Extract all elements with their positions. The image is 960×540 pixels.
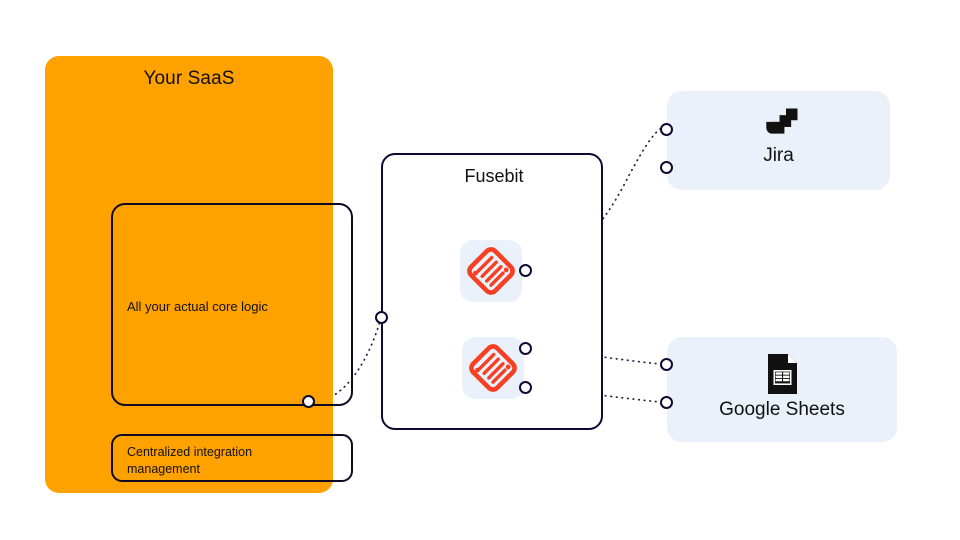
- your-saas-panel: Your SaaS All your actual core logic Cen…: [45, 56, 353, 493]
- google-sheets-label: Google Sheets: [719, 399, 845, 420]
- service-card-google-sheets[interactable]: Google Sheets: [667, 337, 897, 442]
- fusebit-jira-output-dot[interactable]: [519, 264, 532, 277]
- core-logic-label: All your actual core logic: [127, 299, 268, 314]
- fusebit-panel: Fusebit: [381, 153, 603, 430]
- service-card-jira[interactable]: Jira: [667, 91, 890, 190]
- fusebit-title: Fusebit: [464, 166, 524, 186]
- jira-port-top-dot[interactable]: [660, 123, 673, 136]
- sheets-port-top-dot[interactable]: [660, 358, 673, 371]
- sheets-port-bottom-dot[interactable]: [660, 396, 673, 409]
- jira-icon-wrap: [667, 106, 890, 146]
- your-saas-title: Your SaaS: [143, 68, 235, 89]
- centralized-integration-management-box: Centralized integration management: [111, 434, 353, 482]
- jira-label: Jira: [763, 145, 794, 166]
- fusebit-integration-tile-sheets[interactable]: [462, 337, 524, 399]
- fusebit-input-connector-dot[interactable]: [375, 311, 388, 324]
- jira-icon: [765, 108, 797, 134]
- centralized-integration-management-label: Centralized integration management: [127, 445, 253, 476]
- fusebit-logo-icon: [467, 247, 515, 295]
- google-sheets-icon-wrap: [667, 353, 897, 395]
- fusebit-integration-tile-jira[interactable]: [460, 240, 522, 302]
- core-logic-box: All your actual core logic: [111, 203, 353, 406]
- fusebit-sheets-output-bottom-dot[interactable]: [519, 381, 532, 394]
- jira-port-bottom-dot[interactable]: [660, 161, 673, 174]
- saas-out-connector-dot[interactable]: [302, 395, 315, 408]
- fusebit-logo-icon: [469, 344, 517, 392]
- google-sheets-icon: [768, 354, 797, 394]
- fusebit-sheets-output-top-dot[interactable]: [519, 342, 532, 355]
